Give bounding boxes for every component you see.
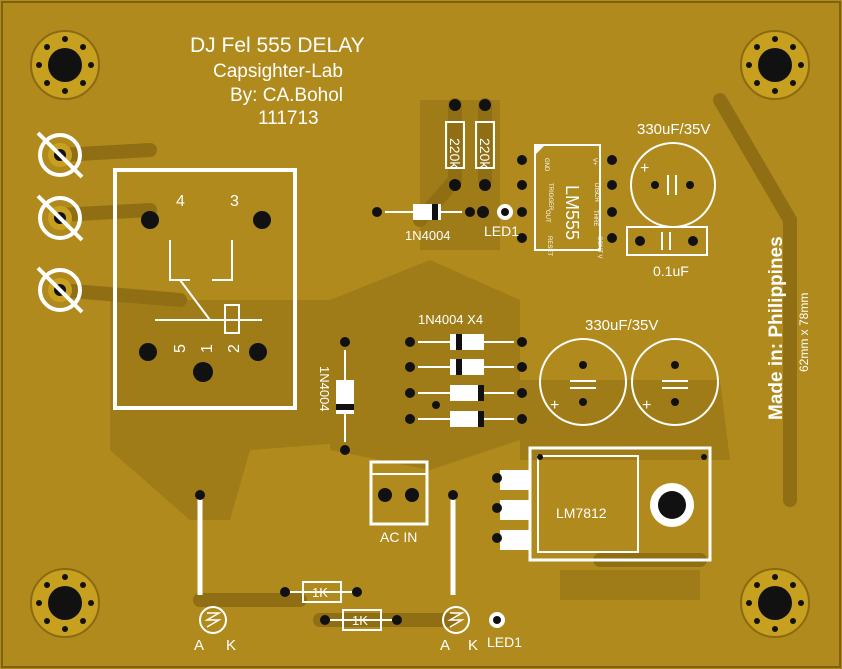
relay-pin-5: 5 xyxy=(172,344,189,353)
ic-pin-vplus: V+ xyxy=(591,158,597,166)
jumper-wires xyxy=(197,495,456,595)
ldr-left-k: K xyxy=(226,637,236,654)
led1-bottom-label: LED1 xyxy=(487,634,522,650)
ic-pin-reset: RESET xyxy=(546,236,552,256)
diode-d1: 1N4004 xyxy=(372,204,475,243)
ldr-right-a: A xyxy=(440,637,450,654)
svg-text:+: + xyxy=(550,397,559,414)
made-in-label: Made in: Philippines xyxy=(766,236,787,420)
ic-pin-contv: CONT V xyxy=(596,236,602,259)
resistor-r4-label: 1K xyxy=(352,613,368,628)
cap-330uf-pair: 330uF/35V + + xyxy=(539,317,719,426)
ic-lm555: LM555 GND TRIGGER OUT RESET V+ DISCH THR… xyxy=(517,144,617,259)
ldr-left: A K xyxy=(194,606,236,654)
regulator-label: LM7812 xyxy=(556,505,607,521)
led1-bottom: LED1 xyxy=(487,612,522,650)
copper-traces xyxy=(53,93,797,627)
bridge-label: 1N4004 X4 xyxy=(418,312,483,327)
ac-in-connector: AC IN xyxy=(369,460,429,545)
resistor-1k-pair: 1K 1K xyxy=(280,581,402,631)
svg-text:+: + xyxy=(640,160,649,177)
vias xyxy=(432,401,440,409)
mount-hole-tl xyxy=(30,30,100,100)
ic-pin-gnd: GND xyxy=(543,158,549,172)
led1-top: LED1 xyxy=(477,204,519,239)
board-size-label: 62mm x 78mm xyxy=(797,293,811,372)
relay-pin-3: 3 xyxy=(230,193,239,210)
relay-pin-4: 4 xyxy=(176,193,185,210)
ldr-left-a: A xyxy=(194,637,204,654)
mounting-holes xyxy=(30,30,810,638)
diode-d1-label: 1N4004 xyxy=(405,228,451,243)
diode-d2-label: 1N4004 xyxy=(317,366,332,412)
header-lab: Capsighter-Lab xyxy=(213,61,343,82)
relay-pin-2: 2 xyxy=(226,344,243,353)
mount-hole-br xyxy=(740,568,810,638)
ldr-right-k: K xyxy=(468,637,478,654)
ic-pin-thre: THRE xyxy=(592,210,598,226)
header-date: 111713 xyxy=(258,108,319,129)
cap-c2-label: 0.1uF xyxy=(653,263,689,279)
header-author: By: CA.Bohol xyxy=(230,85,343,106)
relay-pin-1: 1 xyxy=(199,344,216,353)
ic-name: LM555 xyxy=(562,185,582,240)
ic-pin-trigger: TRIGGER xyxy=(547,183,553,211)
ldr-right: A K xyxy=(440,606,478,654)
led1-top-label: LED1 xyxy=(484,223,519,239)
bridge-rectifier: 1N4004 X4 xyxy=(405,312,527,427)
regulator-lm7812: LM7812 xyxy=(492,446,712,562)
resistor-220k-pair: 220k 220k xyxy=(445,99,495,191)
resistor-r2-label: 220k xyxy=(477,138,493,169)
svg-text:+: + xyxy=(642,397,651,414)
cap-c3-label: 330uF/35V xyxy=(585,317,658,334)
ic-pin-out: OUT xyxy=(544,210,550,223)
ic-pin-disch: DISCH xyxy=(593,183,599,202)
relay: 4 3 5 1 2 xyxy=(113,168,297,410)
header-title: DJ Fel 555 DELAY xyxy=(190,34,365,57)
cap-330uf-top: + 330uF/35V xyxy=(630,121,716,228)
resistor-r3-label: 1K xyxy=(312,585,328,600)
screw-terminals xyxy=(36,131,84,314)
cap-0.1uf: 0.1uF xyxy=(626,226,708,279)
cap-c1-label: 330uF/35V xyxy=(637,121,710,138)
mount-hole-tr xyxy=(740,30,810,100)
diode-d2: 1N4004 xyxy=(317,337,354,455)
ac-in-label: AC IN xyxy=(380,529,417,545)
resistor-r1-label: 220k xyxy=(447,138,463,169)
mount-hole-bl xyxy=(30,568,100,638)
